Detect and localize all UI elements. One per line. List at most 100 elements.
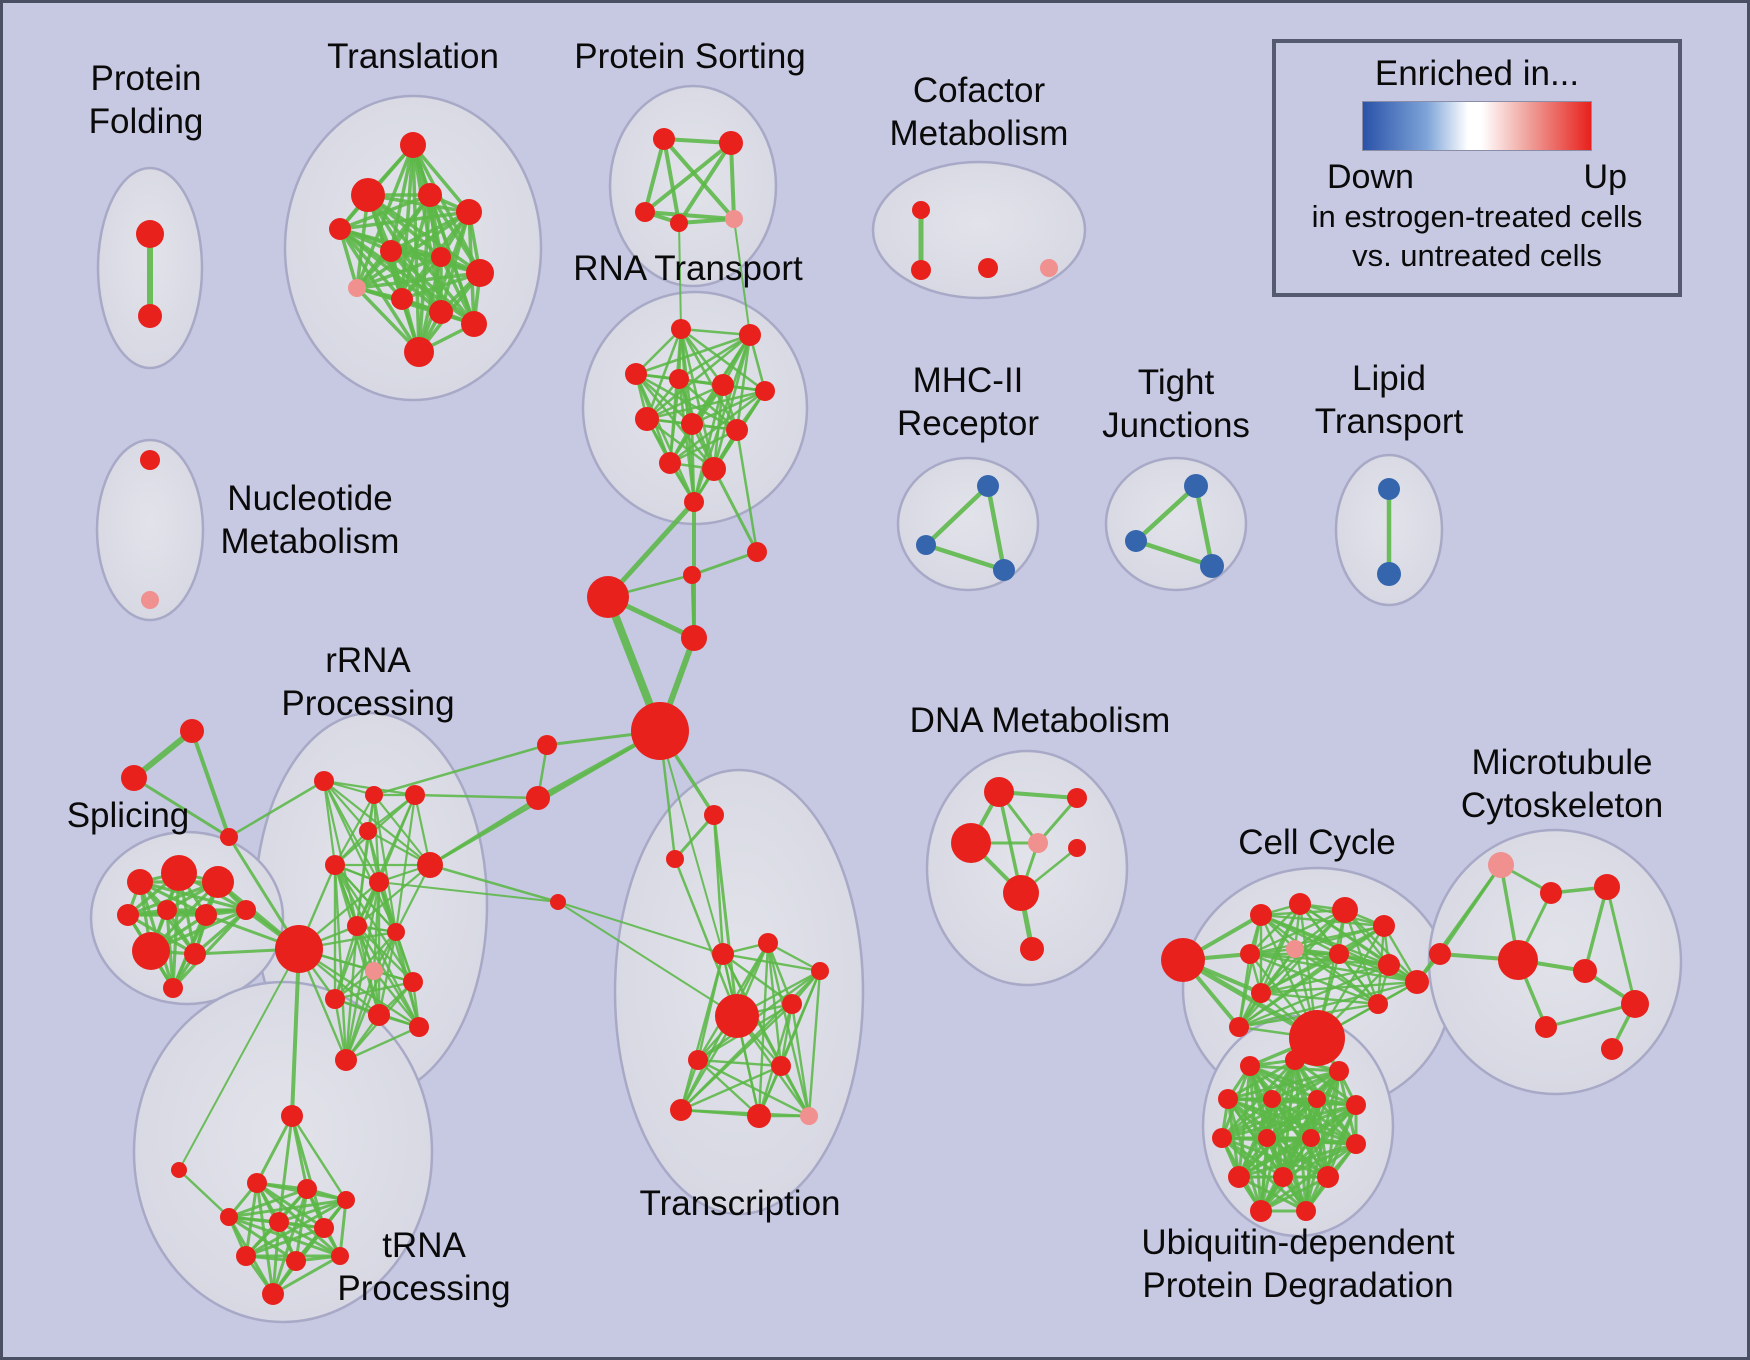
node-rr10 xyxy=(387,923,405,941)
edge-ub7-ub8 xyxy=(1220,1103,1358,1140)
edge-rr6-rr10 xyxy=(333,863,398,934)
edge-sp5-sp10 xyxy=(165,908,175,990)
node-cc11 xyxy=(1289,1010,1345,1066)
node-rr7 xyxy=(369,872,389,892)
edge-ps2-ps4 xyxy=(677,141,733,225)
edge-rr7-rr16 xyxy=(344,880,381,1062)
node-mh2 xyxy=(916,535,936,555)
edge-tx4-tx10 xyxy=(757,941,770,1118)
node-rt8 xyxy=(681,413,703,435)
edge-tx7-tx11 xyxy=(696,1058,811,1118)
edge-tn8-tn9 xyxy=(244,1226,326,1258)
edge-sp2-sp10 xyxy=(171,871,181,990)
node-ub6 xyxy=(1308,1090,1326,1108)
node-mh3 xyxy=(993,559,1015,581)
node-tr11 xyxy=(429,300,453,324)
node-rr15 xyxy=(409,1017,429,1037)
edge-ub2-ub4 xyxy=(1226,1058,1297,1101)
edge-ps2-ps3 xyxy=(643,141,733,214)
edge-tj2-tj3 xyxy=(1133,538,1215,569)
edge-tr7-tr12 xyxy=(417,255,443,354)
node-tx5 xyxy=(715,994,759,1038)
edge-sp7-sp10 xyxy=(171,908,248,990)
node-ub2 xyxy=(1285,1050,1305,1070)
node-ub5 xyxy=(1263,1090,1281,1108)
node-tn10 xyxy=(286,1251,306,1271)
edge-cc4-cc14 xyxy=(1237,908,1347,1029)
cluster-label-protein-sorting: Protein Sorting xyxy=(574,37,806,76)
node-ub10 xyxy=(1302,1129,1320,1147)
node-ub8 xyxy=(1212,1128,1232,1148)
edge-cc3-cc6 xyxy=(1248,902,1302,956)
node-ub9 xyxy=(1258,1129,1276,1147)
edge-ub4-ub15 xyxy=(1226,1097,1263,1213)
node-cc12 xyxy=(1368,994,1388,1014)
edge-cc9-cc10 xyxy=(1259,963,1391,995)
node-pf2 xyxy=(138,304,162,328)
cluster-label-translation: Translation xyxy=(327,37,499,76)
edge-cc10-cc12 xyxy=(1259,991,1380,1006)
node-ub13 xyxy=(1273,1167,1293,1187)
node-rt9 xyxy=(726,419,748,441)
edge-rr9-rr12 xyxy=(355,924,415,984)
edge-rt2-rt7 xyxy=(645,333,752,421)
node-rt5 xyxy=(712,374,734,396)
edge-tr3-tr4 xyxy=(338,193,432,231)
node-mt9 xyxy=(1601,1038,1623,1060)
edge-rt8-rt12 xyxy=(690,422,696,504)
edge-s1-s3 xyxy=(190,729,231,839)
edge-tx6-tx11 xyxy=(790,1002,811,1118)
edge-tr1-tr6 xyxy=(389,143,415,253)
edge-rt6-rt7 xyxy=(645,389,767,421)
node-tx12 xyxy=(811,962,829,980)
node-ub7 xyxy=(1346,1095,1366,1115)
edge-rt5-rt7 xyxy=(645,383,725,421)
node-tr6 xyxy=(380,240,402,262)
edge-cc4-cc13 xyxy=(1343,908,1419,984)
legend-subtitle-line1: in estrogen-treated cells xyxy=(1311,199,1643,234)
node-tr12 xyxy=(404,337,434,367)
node-layer xyxy=(117,128,1649,1305)
node-m1 xyxy=(550,894,566,910)
cluster-ellipse-dna-metabolism xyxy=(925,749,1129,987)
edge-rt3-rt12 xyxy=(634,372,696,504)
node-mt8 xyxy=(1535,1016,1557,1038)
node-rr2 xyxy=(365,786,383,804)
edge-ub10-ub12 xyxy=(1237,1136,1313,1179)
edge-ps4-ps5 xyxy=(677,217,736,225)
node-tr9 xyxy=(348,279,366,297)
edge-rr10-rr16 xyxy=(344,930,398,1062)
edge-cc3-cc14 xyxy=(1237,902,1302,1029)
edge-ub11-ub12 xyxy=(1237,1142,1358,1179)
edge-cc5-cc7 xyxy=(1293,924,1386,951)
node-rt2 xyxy=(739,324,761,346)
edge-m1-tx3 xyxy=(557,901,724,955)
node-cf3 xyxy=(978,258,998,278)
edge-ub10-ub16 xyxy=(1304,1136,1313,1213)
node-mt3 xyxy=(1594,874,1620,900)
node-tn2 xyxy=(171,1162,187,1178)
node-mt2 xyxy=(1540,882,1562,904)
edge-tn7-tn11 xyxy=(277,1220,342,1258)
node-sp6 xyxy=(195,904,217,926)
edge-rr1-rr10 xyxy=(322,779,398,934)
edge-rr8-tn2 xyxy=(178,948,300,1171)
edge-tr5-tr6 xyxy=(389,210,471,253)
node-rr11 xyxy=(365,962,383,980)
node-tn11 xyxy=(331,1247,349,1265)
edge-tn5-tn9 xyxy=(244,1198,348,1258)
edge-ub14-ub15 xyxy=(1259,1175,1330,1213)
node-tx9 xyxy=(670,1099,692,1121)
edge-rr9-rr16 xyxy=(344,924,359,1062)
node-sp5 xyxy=(157,900,177,920)
edge-mh2-mh3 xyxy=(923,542,1007,573)
node-rt1 xyxy=(671,319,691,339)
cluster-ellipse-tight-junctions xyxy=(1104,456,1248,592)
edge-mt7-mt8 xyxy=(1544,1002,1637,1029)
edge-cc4-cc12 xyxy=(1343,908,1380,1006)
edge-tj1-tj2 xyxy=(1133,483,1199,544)
edge-rt1-rt5 xyxy=(679,327,725,387)
edge-m1-rr7 xyxy=(378,881,559,903)
node-h1 xyxy=(747,542,767,562)
